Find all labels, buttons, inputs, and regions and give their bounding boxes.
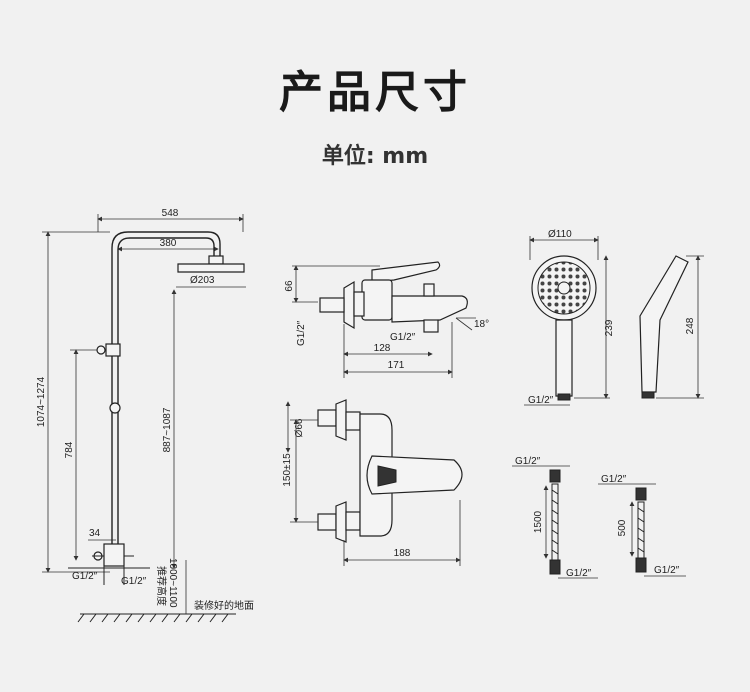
- unit-label: 单位: mm: [321, 144, 429, 169]
- dim-arm-length: 380: [160, 238, 177, 249]
- page-title: 产品尺寸: [279, 67, 471, 118]
- dim-mixer-height: 66: [284, 280, 295, 292]
- dim-head-to-valve: 887~1087: [162, 407, 173, 452]
- dim-mixer-width: 188: [394, 548, 411, 559]
- dim-hand-diameter: Ø110: [548, 229, 572, 240]
- dim-total-length: 171: [388, 360, 405, 371]
- hose-short-bottom-thread: G1/2″: [654, 565, 680, 576]
- hose-long-bottom-thread: G1/2″: [566, 568, 592, 579]
- hose-short-length: 500: [617, 519, 628, 536]
- dim-hand-length: 239: [604, 319, 615, 336]
- dim-handle-diameter: Ø66: [294, 418, 305, 437]
- hose-short-top-thread: G1/2″: [601, 474, 627, 485]
- hand-inlet-label: G1/2″: [528, 395, 554, 406]
- hose-short-drawing: G1/2″ 500 G1/2″: [598, 474, 686, 577]
- bath-mixer-top-drawing: Ø66 150±15 188: [282, 399, 463, 566]
- dim-bar-height: 784: [64, 441, 75, 458]
- hose-long-drawing: G1/2″ 1500 G1/2″: [512, 456, 598, 579]
- dim-center-distance: 150±15: [282, 453, 293, 487]
- bath-mixer-side-drawing: 66 18° G1/2″ G1/2″ 128 171: [284, 261, 489, 378]
- dim-valve-offset: 34: [89, 528, 101, 539]
- mixer-inlet-label: G1/2″: [296, 320, 307, 346]
- inlet-left-label: G1/2″: [72, 571, 98, 582]
- shower-system-drawing: 548 380 Ø203 1074~1274 784 887~1087: [36, 208, 254, 623]
- dim-width-total: 548: [162, 208, 179, 219]
- hose-long-length: 1500: [533, 510, 544, 533]
- inlet-right-label: G1/2″: [121, 576, 147, 587]
- dim-head-diameter: Ø203: [190, 275, 215, 286]
- dim-spout-reach: 128: [374, 343, 391, 354]
- recommended-height-value: 1000~1100: [167, 558, 178, 608]
- floor-label: 装修好的地面: [194, 599, 254, 612]
- dim-height-range: 1074~1274: [36, 376, 47, 427]
- dim-spout-angle: 18°: [474, 319, 489, 330]
- hose-long-top-thread: G1/2″: [515, 456, 541, 467]
- hand-shower-drawing: Ø110 239 G1/2″ 248: [524, 229, 704, 406]
- recommended-height-label: 推荐高度: [155, 566, 168, 606]
- mixer-outlet-label: G1/2″: [390, 332, 416, 343]
- dim-hand-side-length: 248: [685, 317, 696, 334]
